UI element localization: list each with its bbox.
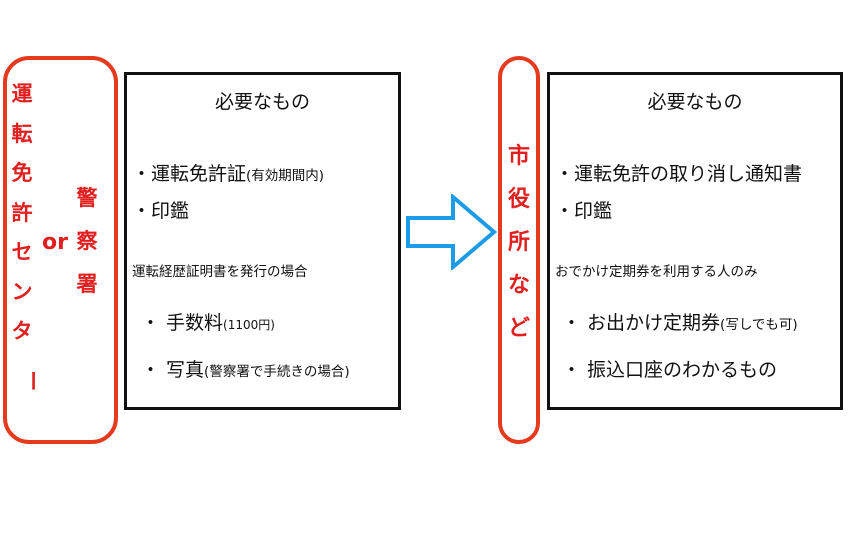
requirements-title: 必要なもの bbox=[647, 91, 743, 113]
requirement-note: (有効期間内) bbox=[246, 168, 325, 184]
license-center-char: タ bbox=[11, 319, 33, 343]
requirement-item: ・運転免許証(有効期間内) bbox=[132, 159, 324, 186]
requirement-item: ・ 手数料(1100円) bbox=[141, 308, 275, 335]
requirement-item: ・印鑑 bbox=[555, 200, 613, 222]
requirement-item: ・ お出かけ定期券(写しでも可) bbox=[562, 308, 798, 335]
section-heading: 運転経歴証明書を発行の場合 bbox=[132, 264, 308, 280]
requirement-text: ・ お出かけ定期券 bbox=[562, 312, 721, 334]
license-center-char: 運 bbox=[11, 82, 33, 106]
or-label: or bbox=[42, 230, 68, 255]
requirement-item: ・ 振込口座のわかるもの bbox=[562, 359, 778, 381]
police-station-char: 署 bbox=[76, 272, 98, 296]
license-center-requirements-box: 必要なもの ・運転免許証(有効期間内) ・印鑑 運転経歴証明書を発行の場合 ・ … bbox=[124, 72, 401, 410]
requirement-note: (写しでも可) bbox=[720, 317, 798, 333]
right-arrow-icon bbox=[406, 194, 497, 270]
license-center-char: 許 bbox=[11, 200, 33, 225]
license-center-char: 免 bbox=[11, 161, 33, 185]
requirement-text: ・運転免許証 bbox=[132, 163, 247, 185]
city-hall-label: 市 役 所 な ど bbox=[506, 146, 532, 361]
police-station-char: 警 bbox=[76, 186, 98, 210]
license-center-outline bbox=[3, 56, 118, 444]
police-station-char: 察 bbox=[76, 229, 98, 253]
requirement-text: ・ 手数料 bbox=[141, 312, 224, 334]
license-center-char: ー bbox=[19, 369, 44, 391]
requirement-item: ・印鑑 bbox=[132, 200, 190, 222]
requirements-title: 必要なもの bbox=[214, 91, 310, 113]
license-center-char: ン bbox=[11, 279, 33, 304]
requirement-note: (1100円) bbox=[223, 318, 275, 332]
city-hall-requirements-box: 必要なもの ・運転免許の取り消し通知書 ・印鑑 おでかけ定期券を利用する人のみ … bbox=[547, 72, 843, 410]
city-hall-char: 市 bbox=[507, 144, 530, 169]
section-heading: おでかけ定期券を利用する人のみ bbox=[555, 264, 758, 280]
license-center-char: 転 bbox=[11, 121, 33, 146]
license-center-char: セ bbox=[11, 240, 33, 264]
requirement-item: ・運転免許の取り消し通知書 bbox=[555, 163, 803, 185]
city-hall-char: な bbox=[507, 273, 530, 298]
requirement-text: ・ 写真 bbox=[141, 359, 205, 381]
city-hall-char: ど bbox=[507, 316, 530, 341]
police-station-label: 警 察 署 bbox=[74, 188, 100, 317]
license-center-label: 運 転 免 許 セ ン タ ー bbox=[10, 82, 44, 400]
city-hall-outline bbox=[498, 56, 540, 444]
city-hall-char: 所 bbox=[507, 230, 530, 255]
city-hall-char: 役 bbox=[507, 187, 530, 212]
requirement-note: (警察署で手続きの場合) bbox=[204, 364, 350, 380]
requirement-item: ・ 写真(警察署で手続きの場合) bbox=[141, 355, 350, 382]
